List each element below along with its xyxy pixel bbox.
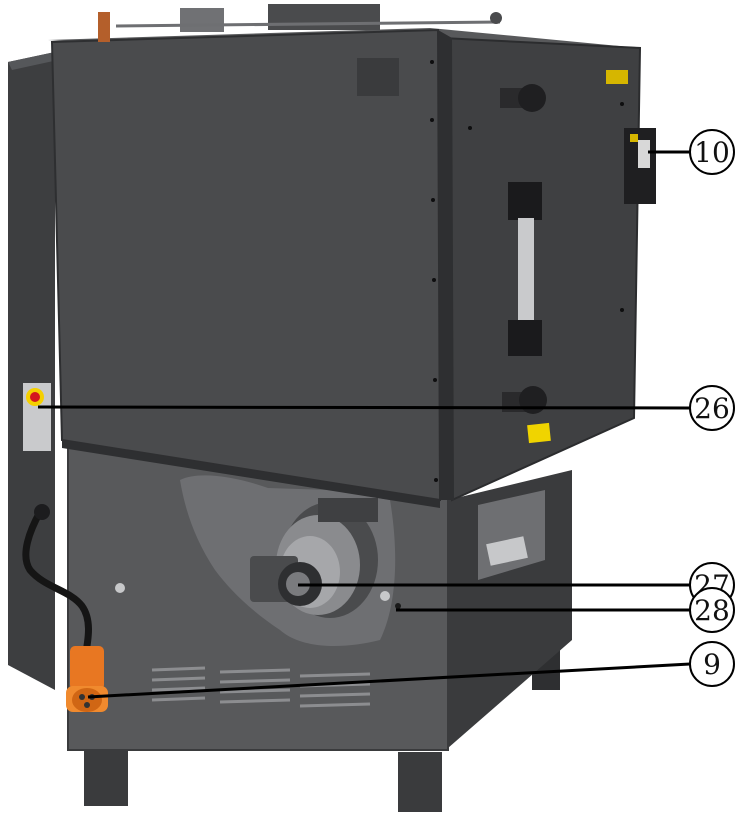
temperature-gauge [624,128,656,204]
left-side-panel [8,52,58,690]
legs [84,635,560,812]
svg-text:28: 28 [694,594,730,627]
callout-9: 9 [689,641,735,687]
svg-text:10: 10 [694,136,730,169]
leg-front-left [84,748,128,806]
upper-cabinet [48,28,656,508]
leg-front-right [398,752,442,812]
leader-lines [37,150,691,699]
rear-panel [52,30,440,500]
brand-logo [606,70,628,84]
svg-text:26: 26 [694,392,730,425]
callouts: 10 26 27 28 9 [689,129,735,687]
door-handle [508,182,542,356]
copper-fitting [98,12,110,42]
cee-plug [66,646,108,712]
leader-26 [37,405,691,410]
combustion-fan [250,498,378,618]
callout-28: 28 [689,587,735,633]
callout-26: 26 [689,385,735,431]
warning-label [527,422,551,444]
side-door [442,38,640,500]
svg-text:9: 9 [703,648,721,681]
top-fittings [98,4,502,42]
power-cable [22,504,92,656]
leader-9 [87,662,691,699]
main-switch-red [30,392,40,402]
callout-10: 10 [689,129,735,175]
